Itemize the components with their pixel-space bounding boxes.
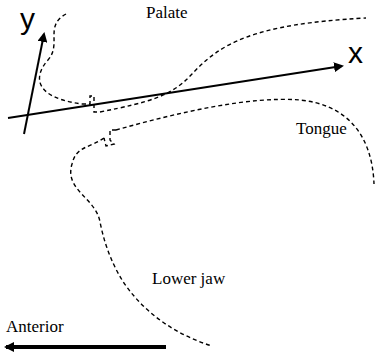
anterior-arrow xyxy=(6,345,166,349)
upper-lip-outline xyxy=(39,14,82,104)
part-label: Lower jaw xyxy=(152,270,225,287)
lower-jaw-outline xyxy=(71,138,212,346)
part-label: Palate xyxy=(146,4,188,21)
direction-label: Anterior xyxy=(6,318,64,335)
axis-label: x xyxy=(348,38,363,68)
x-axis xyxy=(8,66,342,118)
y-axis xyxy=(24,34,44,134)
lower-incisor-notch xyxy=(104,130,116,146)
tongue-outline xyxy=(116,99,374,184)
axis-label: y xyxy=(20,4,35,34)
part-label: Tongue xyxy=(296,120,347,137)
